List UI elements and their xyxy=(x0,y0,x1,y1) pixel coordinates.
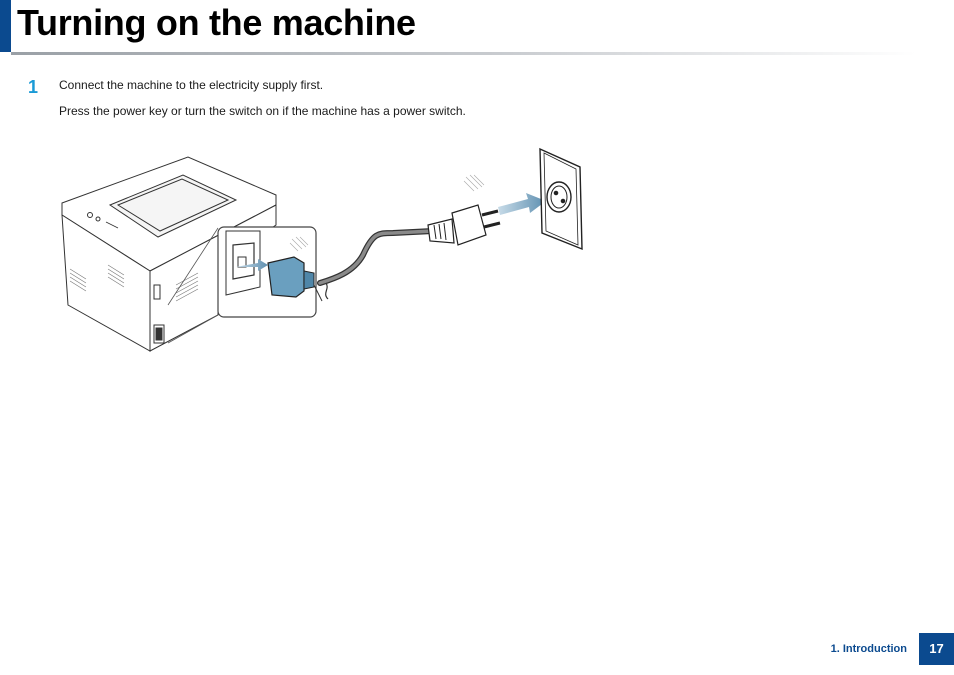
title-divider xyxy=(11,52,916,55)
step-instruction-2: Press the power key or turn the switch o… xyxy=(59,104,466,118)
footer-section-label: 1. Introduction xyxy=(830,643,907,655)
wall-socket-icon xyxy=(539,147,583,251)
step-number: 1 xyxy=(28,77,39,97)
power-cord-icon xyxy=(313,228,436,302)
printer-icon xyxy=(61,156,277,352)
page-number-badge: 17 xyxy=(919,633,954,665)
power-connection-illustration xyxy=(58,145,588,355)
power-inlet-icon xyxy=(217,226,317,318)
insert-arrow-icon xyxy=(236,259,268,271)
step-instruction-1: Connect the machine to the electricity s… xyxy=(59,78,324,92)
plug-direction-arrow-icon xyxy=(498,193,546,215)
hatch-marker xyxy=(463,174,485,192)
zoom-lines xyxy=(167,227,219,344)
schuko-plug-icon xyxy=(427,204,501,246)
page-title: Turning on the machine xyxy=(17,2,416,43)
title-accent-bar xyxy=(0,0,11,52)
